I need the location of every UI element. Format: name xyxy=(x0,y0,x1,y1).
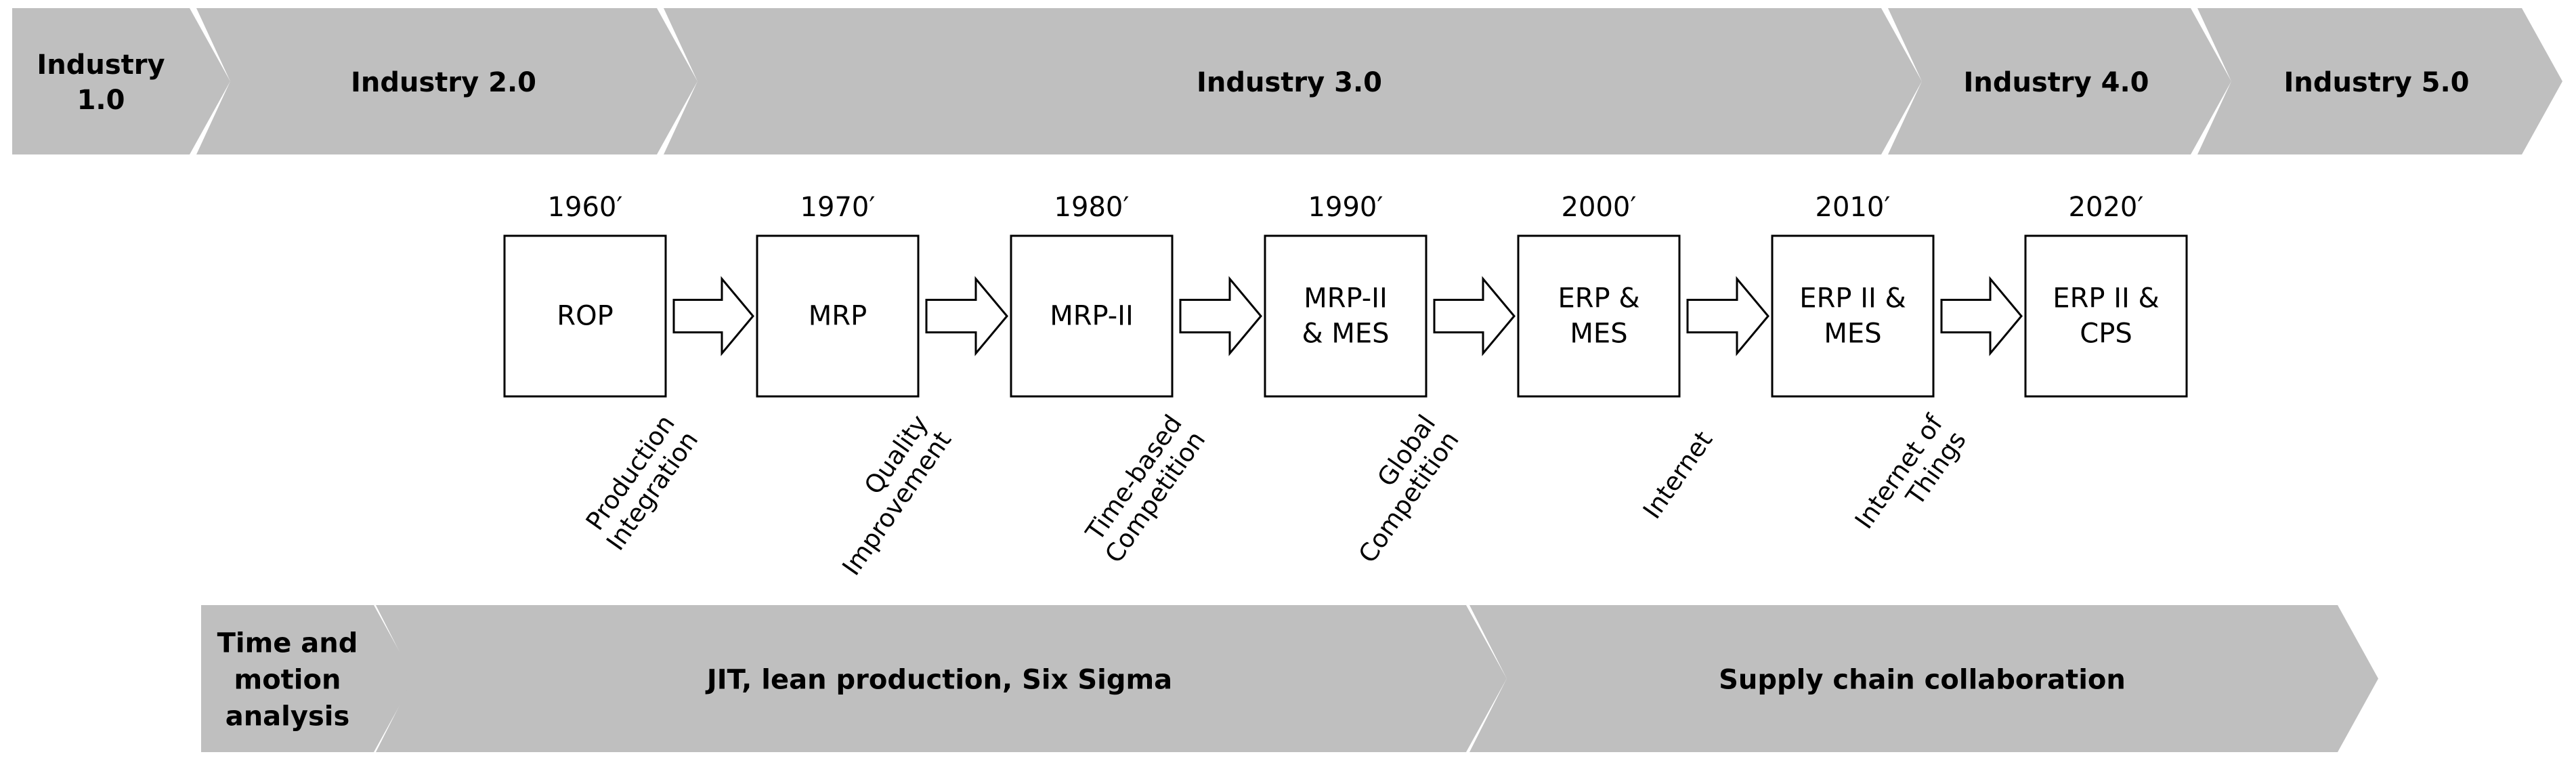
system-box xyxy=(1517,234,1681,398)
approach-label-line: JIT, lean production, Six Sigma xyxy=(705,665,1172,696)
system-label: ERP II & CPS xyxy=(2053,283,2159,350)
decade-label: 2000′ xyxy=(1562,192,1637,223)
industry-stage-label: Industry 1.0 xyxy=(37,49,165,116)
system-box xyxy=(2024,234,2188,398)
driver-internet: Internet xyxy=(1637,426,1718,524)
industry-stage-chevron xyxy=(664,8,1922,154)
system-box xyxy=(503,234,667,398)
industry-stage-label-line: Industry 3.0 xyxy=(1197,67,1382,98)
system-rop: 1960′ ROP xyxy=(503,192,667,398)
management-approaches-row: Time and motion analysis JIT, lean producti… xyxy=(201,605,2378,752)
industry-stage-4: Industry 4.0 xyxy=(1888,8,2231,154)
transition-arrow xyxy=(1940,276,2023,356)
system-mrp-ii-mes: 1990′ MRP-II & MES xyxy=(1264,192,1427,398)
approach-time-and-motion-analysis: Time and motion analysis xyxy=(201,605,414,752)
driver-quality-improvement: QualityImprovement xyxy=(813,409,957,581)
approach-label-line: Time and xyxy=(217,628,358,659)
system-label-line: ERP II & xyxy=(2053,283,2159,314)
transition-arrow xyxy=(672,276,754,356)
system-label-line: MRP xyxy=(809,301,867,332)
approach-chevron xyxy=(201,605,414,752)
system-label-line: ERP II & xyxy=(1799,283,1906,314)
industry-stage-label: Industry 3.0 xyxy=(1197,67,1382,98)
system-label-line: & MES xyxy=(1302,318,1389,350)
approach-supply-chain-collaboration: Supply chain collaboration xyxy=(1469,605,2378,752)
system-label: MRP xyxy=(809,301,867,332)
transition-arrow xyxy=(1686,276,1769,356)
decade-label: 1960′ xyxy=(548,192,623,223)
approach-label-line: analysis xyxy=(226,701,350,732)
system-label: ERP & MES xyxy=(1558,283,1639,350)
system-mrp: 1970′ MRP xyxy=(756,192,920,398)
approach-label-line: motion xyxy=(234,665,341,696)
system-box xyxy=(1010,234,1174,398)
system-label-line: ROP xyxy=(557,301,613,332)
industry-stage-chevron xyxy=(1888,8,2231,154)
decade-label: 2010′ xyxy=(1816,192,1891,223)
industry-stage-label-line: Industry 2.0 xyxy=(351,67,536,98)
industry-stages-row: Industry 1.0 Industry 2.0 Industry 3.0 Indus… xyxy=(12,8,2562,154)
approach-label-line: Supply chain collaboration xyxy=(1719,665,2126,696)
system-label: ROP xyxy=(557,301,613,332)
approach-jit-lean-production-six-sigma: JIT, lean production, Six Sigma xyxy=(376,605,1507,752)
system-box xyxy=(756,234,920,398)
transition-arrow xyxy=(925,276,1008,356)
industry-stage-label: Industry 4.0 xyxy=(1964,67,2149,98)
industry-stage-1: Industry 1.0 xyxy=(12,8,230,154)
system-box xyxy=(1771,234,1935,398)
approach-chevron xyxy=(1469,605,2378,752)
industry-stage-chevron xyxy=(196,8,697,154)
approach-label: Supply chain collaboration xyxy=(1719,665,2126,696)
driver-global-competition: GlobalCompetition xyxy=(1329,409,1465,568)
driver-label-line: Internet xyxy=(1637,426,1718,524)
approach-chevron xyxy=(376,605,1507,752)
industry-stage-chevron xyxy=(12,8,230,154)
industry-stage-label-line: 1.0 xyxy=(77,85,125,116)
system-label-line: CPS xyxy=(2080,318,2132,350)
decade-label: 1990′ xyxy=(1308,192,1383,223)
industry-stage-label: Industry 5.0 xyxy=(2284,67,2470,98)
industry-stage-label-line: Industry 5.0 xyxy=(2284,67,2470,98)
transition-arrow xyxy=(1433,276,1516,356)
system-erp-ii-mes: 2010′ ERP II & MES xyxy=(1771,192,1935,398)
decade-label: 1970′ xyxy=(800,192,876,223)
system-label-line: MRP-II xyxy=(1304,283,1388,314)
driver-time-based-competition: Time-basedCompetition xyxy=(1076,409,1211,568)
industry-stage-label-line: Industry 4.0 xyxy=(1964,67,2149,98)
system-label-line: MES xyxy=(1824,318,1881,350)
transition-arrow xyxy=(1179,276,1262,356)
industry-stage-3: Industry 3.0 xyxy=(664,8,1922,154)
system-label-line: MRP-II xyxy=(1050,301,1134,332)
driver-production-integration: ProductionIntegration xyxy=(578,409,704,556)
systems-timeline-row: 1960′ ROP 1970′ MRP 1980′ MRP-II 1990′ MRP-II & … xyxy=(503,192,2188,581)
approach-label: JIT, lean production, Six Sigma xyxy=(705,665,1172,696)
industry-stage-label: Industry 2.0 xyxy=(351,67,536,98)
system-mrp-ii: 1980′ MRP-II xyxy=(1010,192,1174,398)
system-label-line: MES xyxy=(1570,318,1627,350)
system-erp-ii-cps: 2020′ ERP II & CPS xyxy=(2024,192,2188,398)
industry-stage-5: Industry 5.0 xyxy=(2197,8,2562,154)
system-label-line: ERP & xyxy=(1558,283,1639,314)
system-label: MRP-II xyxy=(1050,301,1134,332)
industry-stage-2: Industry 2.0 xyxy=(196,8,697,154)
driver-internet-of-things: Internet ofThings xyxy=(1849,409,1973,551)
industry-stage-chevron xyxy=(2197,8,2562,154)
system-label: ERP II & MES xyxy=(1799,283,1906,350)
decade-label: 2020′ xyxy=(2069,192,2144,223)
decade-label: 1980′ xyxy=(1054,192,1130,223)
system-box xyxy=(1264,234,1427,398)
approach-label: Time and motion analysis xyxy=(217,628,358,732)
system-label: MRP-II & MES xyxy=(1302,283,1389,350)
industry-stage-label-line: Industry xyxy=(37,49,165,81)
system-erp-mes: 2000′ ERP & MES xyxy=(1517,192,1681,398)
